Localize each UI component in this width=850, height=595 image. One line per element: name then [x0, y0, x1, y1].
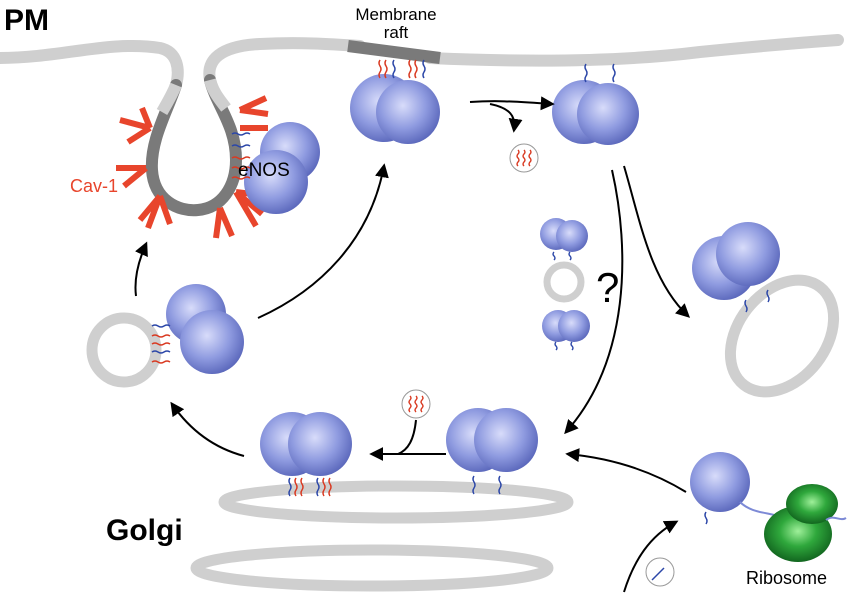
enos-caveolar — [231, 122, 320, 214]
arrow-vesicle-to-caveola — [134, 241, 148, 297]
enos-label: eNOS — [238, 160, 290, 181]
arrow-palmitate-join — [397, 419, 417, 455]
released-palmitate-top — [509, 143, 539, 173]
ribosome — [764, 484, 847, 562]
membrane-raft-label-line1: Membrane — [355, 5, 436, 24]
enos-membrane-depalmitoylated — [552, 63, 639, 145]
arrow-to-palmitate-release — [489, 103, 523, 133]
question-mark: ? — [596, 264, 619, 311]
enos-golgi-unpalmitoylated — [446, 408, 538, 495]
ribosome-label: Ribosome — [746, 568, 827, 588]
enos-golgi-palmitoylated — [260, 412, 352, 497]
question-vesicle-cluster — [540, 218, 590, 351]
pm-label: PM — [4, 4, 49, 37]
arrow-to-right-vesicle — [623, 165, 691, 318]
arrow-to-golgi — [564, 169, 624, 435]
caveola — [145, 74, 243, 217]
membrane-raft-label-line2: raft — [384, 23, 409, 42]
golgi-label: Golgi — [106, 514, 183, 547]
plasma-membrane — [0, 34, 844, 91]
arrow-synthesis-to-golgi — [565, 448, 687, 493]
enos-nascent — [690, 452, 785, 525]
arrow-raft-to-depalm — [469, 96, 555, 111]
golgi-apparatus — [190, 480, 574, 592]
myristate-circle — [645, 557, 675, 587]
enos-raft — [350, 59, 440, 144]
cav1-label: Cav-1 — [70, 176, 118, 196]
transport-vesicle-right — [692, 222, 840, 398]
arrow-golgi-to-vesicle — [170, 401, 245, 457]
transport-vesicle-left — [86, 284, 244, 388]
arrow-myristoylation — [623, 520, 679, 593]
pathway-arrows — [134, 96, 691, 593]
palmitate-golgi — [401, 389, 431, 419]
arrow-vesicle-to-raft — [257, 163, 389, 319]
membrane-raft-segment — [347, 40, 441, 64]
